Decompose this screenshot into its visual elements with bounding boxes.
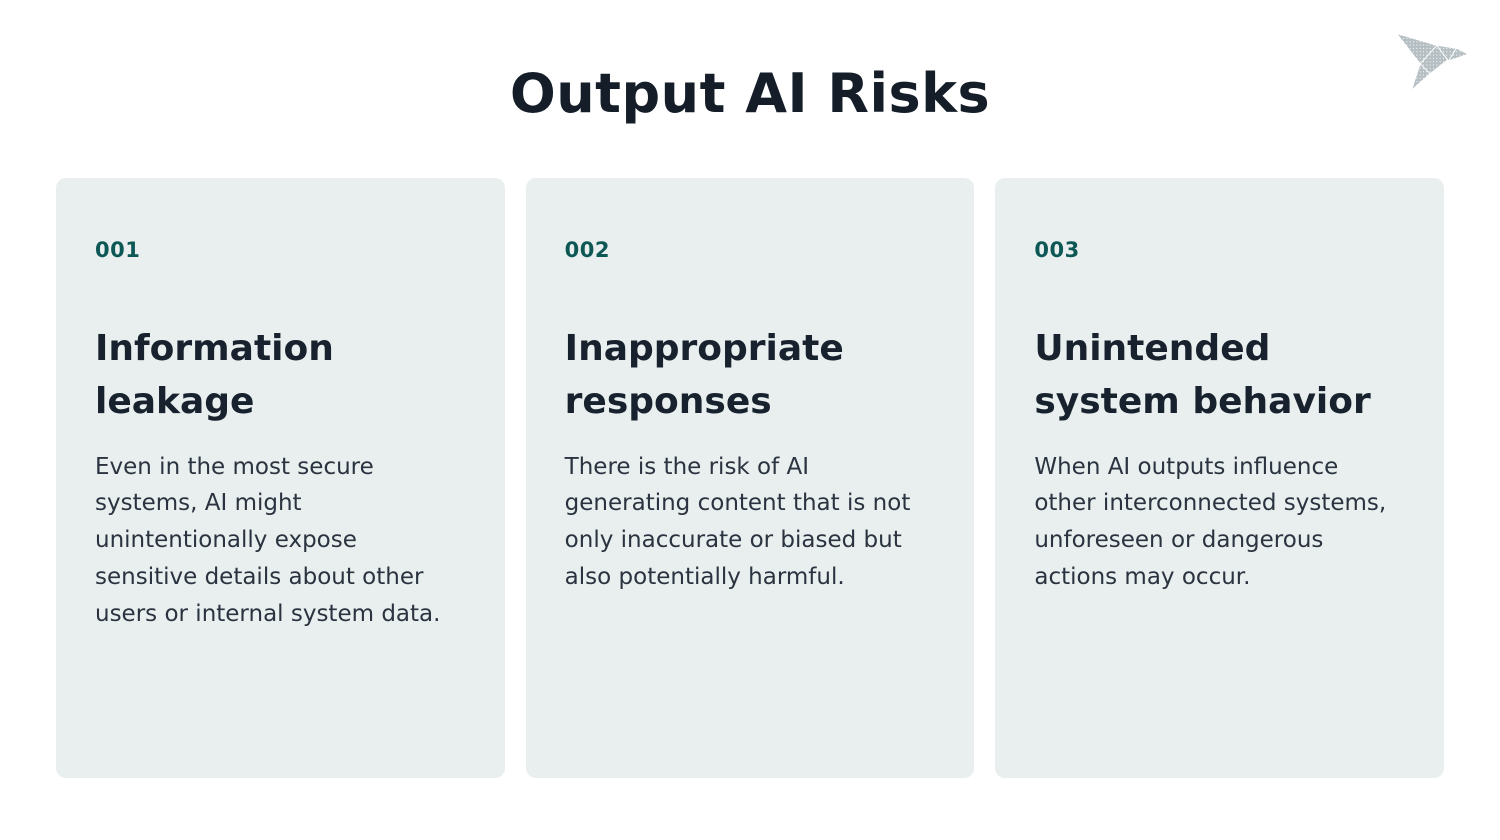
risk-cards-row: 001 Information leakage Even in the most… <box>56 178 1445 778</box>
card-description: There is the risk of AI generating conte… <box>564 453 911 590</box>
card-number: 002 <box>564 238 611 262</box>
card-inappropriate-responses: 002 Inappropriate responses There is the… <box>525 178 975 778</box>
card-description: Even in the most secure systems, AI migh… <box>95 453 441 627</box>
card-title: Information leakage <box>95 328 334 423</box>
card-title: Unintended system behavior <box>1034 328 1371 423</box>
card-description: When AI outputs influence other intercon… <box>1034 453 1387 590</box>
card-number: 003 <box>1034 238 1080 262</box>
card-number: 001 <box>95 238 141 262</box>
card-title: Inappropriate responses <box>564 328 844 423</box>
page-title: Output AI Risks <box>509 62 991 125</box>
card-unintended-system-behavior: 003 Unintended system behavior When AI o… <box>995 178 1445 778</box>
card-information-leakage: 001 Information leakage Even in the most… <box>56 178 505 778</box>
origami-bird-icon <box>1386 20 1474 100</box>
